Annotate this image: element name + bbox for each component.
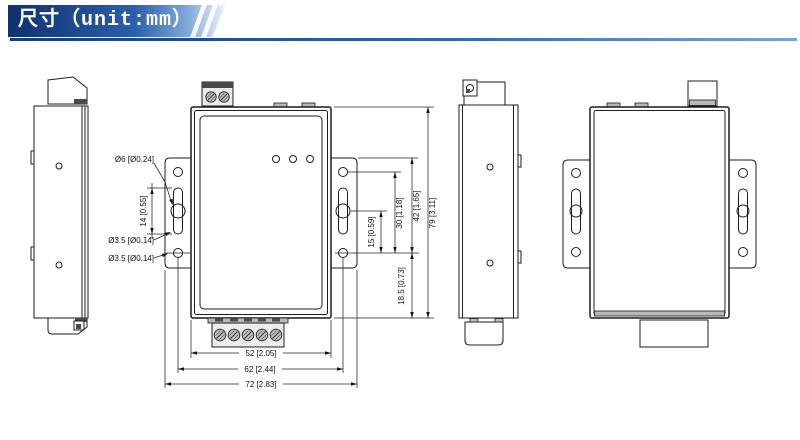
led-hole — [272, 155, 280, 163]
right-side-view — [458, 79, 522, 346]
terminal-block-5pin — [207, 317, 289, 348]
dim-label-body-height: 79 [3.11] — [428, 198, 437, 229]
device-outline — [190, 106, 332, 319]
body-side — [458, 104, 519, 319]
mounting-bracket-left — [562, 159, 591, 269]
bracket-hole — [738, 247, 748, 257]
connector-pin-icon — [76, 324, 81, 329]
bracket-tab-edge — [30, 150, 35, 165]
section-header-banner: 尺寸（unit:mm） — [8, 5, 226, 37]
keyhole-bulge — [170, 203, 186, 219]
dimension-annotations: Ø6 [Ø0.24] 14 [0.55] Ø3.5 [Ø0.14] Ø3.5 [… — [108, 106, 437, 389]
bottom-edge-face — [594, 310, 725, 317]
keyhole-slot — [173, 187, 183, 235]
side-hole — [55, 162, 63, 170]
dim-label-body-width: 52 [2.05] — [245, 349, 276, 358]
keyhole-slot — [571, 188, 581, 235]
top-terminal-edge — [74, 99, 87, 104]
device-outline — [589, 106, 730, 319]
back-view — [562, 80, 757, 348]
dim-label-slot-to-hole: 15 [0.59] — [367, 216, 376, 247]
terminal-block-2pin — [201, 81, 234, 107]
dim-label-keyhole-diameter: Ø6 [Ø0.24] — [115, 155, 154, 164]
top-terminal-side — [47, 76, 88, 105]
connector-icon — [462, 79, 478, 97]
led-hole — [306, 155, 314, 163]
keyhole-bulge — [335, 203, 351, 219]
keyhole-bulge — [736, 204, 750, 218]
front-view — [164, 81, 358, 348]
dim-label-hole-mid: Ø3.5 [Ø0.14] — [108, 236, 154, 245]
keyhole-slot — [338, 187, 348, 235]
device-inner-border — [194, 110, 328, 315]
side-hole — [55, 261, 63, 269]
header-divider — [10, 38, 797, 41]
keyhole-bulge — [569, 204, 583, 218]
bracket-tab-edge — [30, 246, 35, 261]
dim-label-slot-length: 14 [0.55] — [139, 195, 148, 226]
led-hole — [289, 155, 297, 163]
bottom-terminal-side — [464, 321, 504, 346]
mounting-bracket-right — [330, 157, 358, 269]
bracket-hole — [571, 168, 581, 178]
side-hole — [486, 259, 494, 267]
mounting-bracket-right — [728, 159, 757, 269]
keyhole-slot — [738, 188, 748, 235]
bottom-terminal-edge — [75, 318, 87, 322]
dim-label-hole-spacing-h: 62 [2.44] — [244, 365, 275, 374]
bracket-hole — [338, 167, 348, 177]
dim-label-hole-to-bottom: 18.5 [0.73] — [397, 267, 406, 305]
bracket-hole — [173, 167, 183, 177]
dim-label-hole-bottom: Ø3.5 [Ø0.14] — [108, 254, 154, 263]
screw-slots — [215, 330, 281, 340]
bracket-hole — [571, 247, 581, 257]
left-side-view — [30, 76, 89, 335]
mounting-bracket-left — [164, 157, 192, 269]
body-side — [33, 105, 89, 319]
bracket-hole — [738, 168, 748, 178]
dim-label-hole-spacing-v: 30 [1.18] — [395, 197, 404, 228]
led-indicators — [272, 155, 314, 163]
front-panel — [199, 115, 323, 310]
bracket-tab-edge — [517, 250, 522, 264]
side-hole — [486, 163, 494, 171]
page-title: 尺寸（unit:mm） — [18, 9, 194, 32]
bottom-terminal-back — [639, 319, 709, 348]
dim-label-overall-width: 72 [2.83] — [245, 380, 276, 389]
bracket-tab-edge — [517, 154, 522, 168]
dim-label-bracket-height: 42 [1.65] — [412, 190, 421, 221]
